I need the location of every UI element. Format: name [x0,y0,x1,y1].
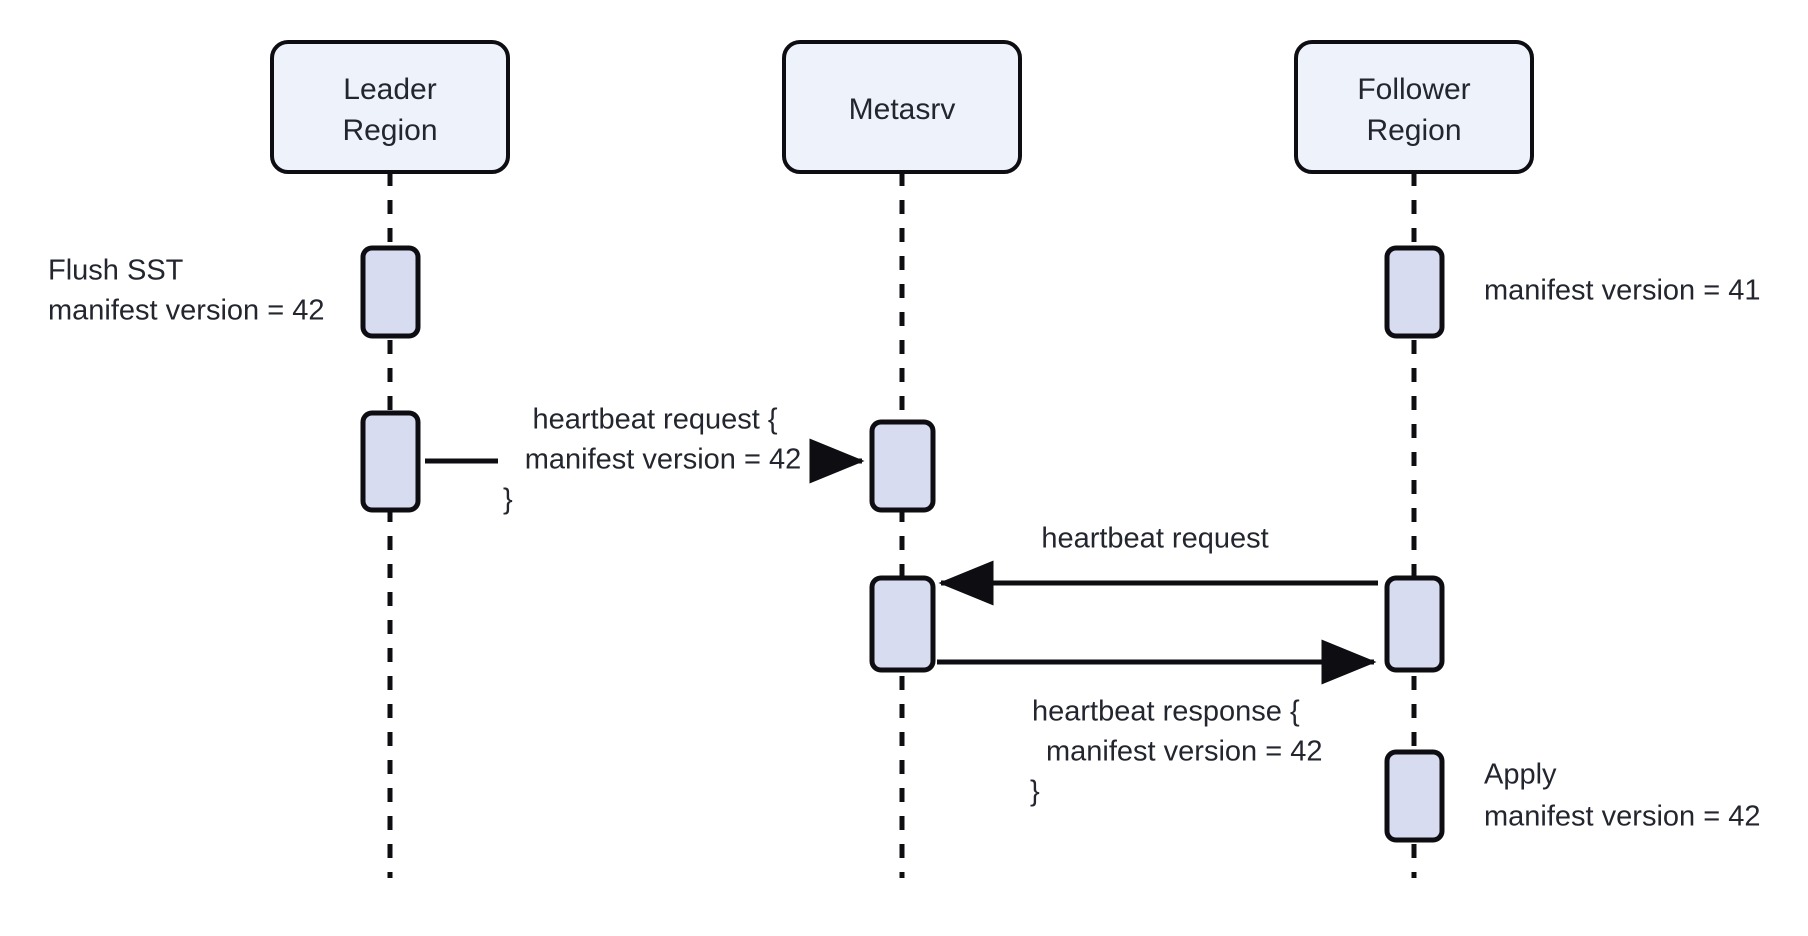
note-apply-line-2: manifest version = 42 [1484,801,1760,833]
note-flush-sst-line-1: Flush SST [48,255,184,287]
activation-follower-apply[interactable] [1384,749,1445,843]
message-label-leader-to-metasrv: heartbeat request { manifest version = 4… [503,404,801,516]
note-follower-version: manifest version = 41 [1484,275,1760,307]
participant-leader[interactable]: Leader Region [270,40,510,174]
message-label-line-1: heartbeat request [1041,523,1268,555]
activation-follower-initial[interactable] [1384,245,1445,339]
participant-label-follower-line1: Follower [1357,73,1470,106]
message-label-line-1: heartbeat request { [532,404,777,436]
activation-leader-flush[interactable] [360,245,421,339]
message-label-line-2: manifest version = 42 [525,444,801,476]
activation-metasrv-receive[interactable] [869,419,936,513]
participant-box-follower[interactable] [1294,40,1534,174]
participant-box-metasrv[interactable] [782,40,1022,174]
message-label-metasrv-to-follower: heartbeat response { manifest version = … [1030,696,1322,808]
note-flush-sst: Flush SST manifest version = 42 [48,255,324,327]
note-apply: Apply manifest version = 42 [1484,759,1760,833]
participant-label-follower-line2: Region [1366,114,1461,147]
message-label-line-2: manifest version = 42 [1046,736,1322,768]
message-label-line-3: } [1030,776,1040,808]
activation-metasrv-follower-exchange[interactable] [869,575,936,673]
messages-layer [425,438,1378,685]
message-label-follower-to-metasrv: heartbeat request [1041,523,1268,555]
activation-leader-heartbeat[interactable] [360,410,421,513]
note-apply-line-1: Apply [1484,759,1557,791]
participant-label-leader-line1: Leader [343,73,436,106]
message-label-line-1: heartbeat response { [1032,696,1300,728]
participant-label-leader-line2: Region [342,114,437,147]
note-flush-sst-line-2: manifest version = 42 [48,295,324,327]
activations-layer [360,245,1445,843]
activation-follower-heartbeat[interactable] [1384,575,1445,673]
participant-label-metasrv-line1: Metasrv [849,93,956,126]
participant-metasrv[interactable]: Metasrv [782,40,1022,174]
participant-follower[interactable]: Follower Region [1294,40,1534,174]
note-follower-version-line-1: manifest version = 41 [1484,275,1760,307]
participant-box-leader[interactable] [270,40,510,174]
message-label-line-3: } [503,484,513,516]
